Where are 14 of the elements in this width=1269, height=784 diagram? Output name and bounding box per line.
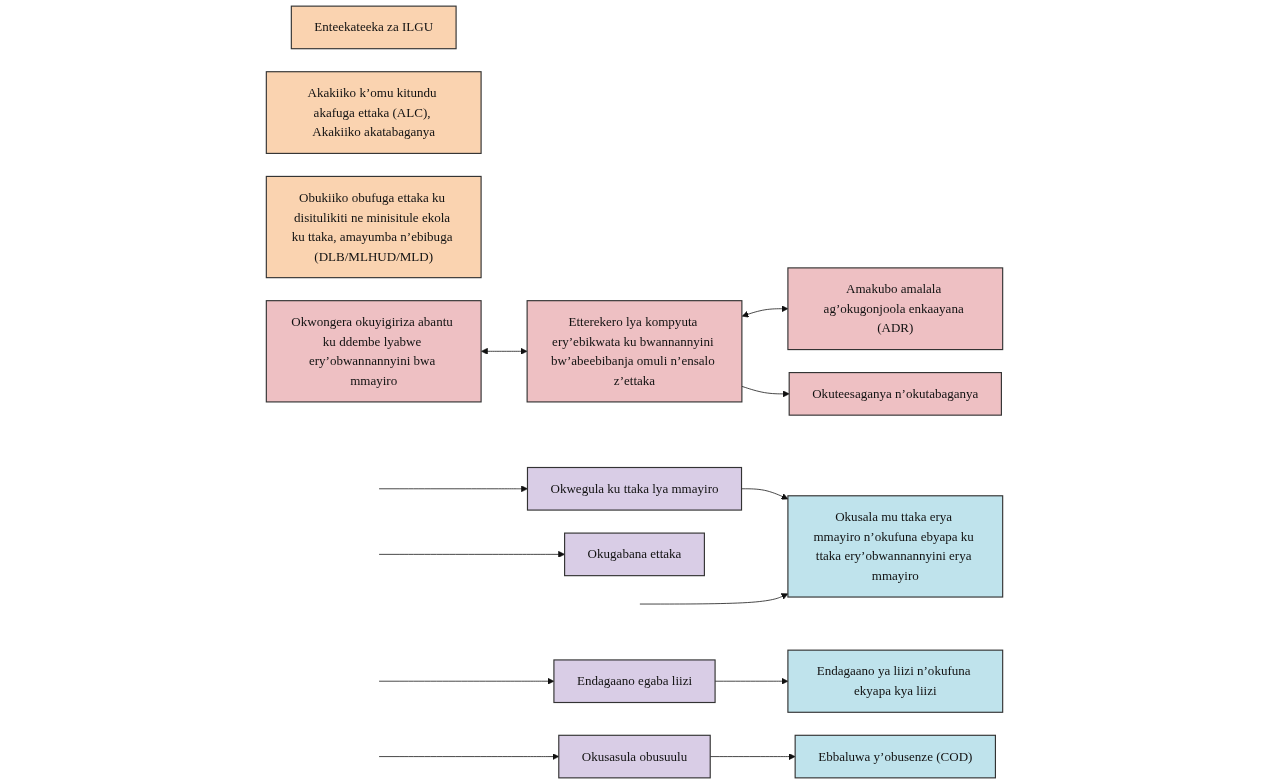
- node-box: Okwegula ku ttaka lya mmayiro: [526, 466, 743, 511]
- node-box: Amakubo amalala ag’okugonjoola enkaayana (ADR): [787, 267, 1004, 351]
- node-box: Etterekero lya kompyuta ery’ebikwata ku bwannannyini bw’abeebibanja omuli n’ensalo z’ettaka: [526, 300, 743, 403]
- node-box: Okuteesaganya n’okutabaganya: [788, 372, 1002, 416]
- node-box: Enteekateeka za ILGU: [290, 5, 457, 50]
- node-box: Endagaano egaba liizi: [553, 659, 716, 704]
- node-box: Obukiiko obufuga ettaka ku disitulikiti ne minisitule ekola ku ttaka, amayumba n’ebibuga (DLB/MLHUD/MLD): [265, 175, 482, 279]
- node-box: Okusala mu ttaka erya mmayiro n’okufuna ebyapa ku ttaka ery’obwannannyini erya mmayiro: [787, 495, 1004, 598]
- node-box: Endagaano ya liizi n’okufuna ekyapa kya liizi: [787, 649, 1004, 713]
- node-box: Okugabana ettaka: [564, 532, 705, 577]
- node-box: Akakiiko k’omu kitundu akafuga ettaka (ALC), Akakiiko akatabaganya: [265, 71, 482, 154]
- node-box: Okusasula obusuulu: [558, 734, 711, 779]
- node-box: Okwongera okuyigiriza abantu ku ddembe lyabwe ery’obwannannyini bwa mmayiro: [265, 300, 482, 403]
- node-box: Ebbaluwa y’obusenze (COD): [794, 734, 996, 779]
